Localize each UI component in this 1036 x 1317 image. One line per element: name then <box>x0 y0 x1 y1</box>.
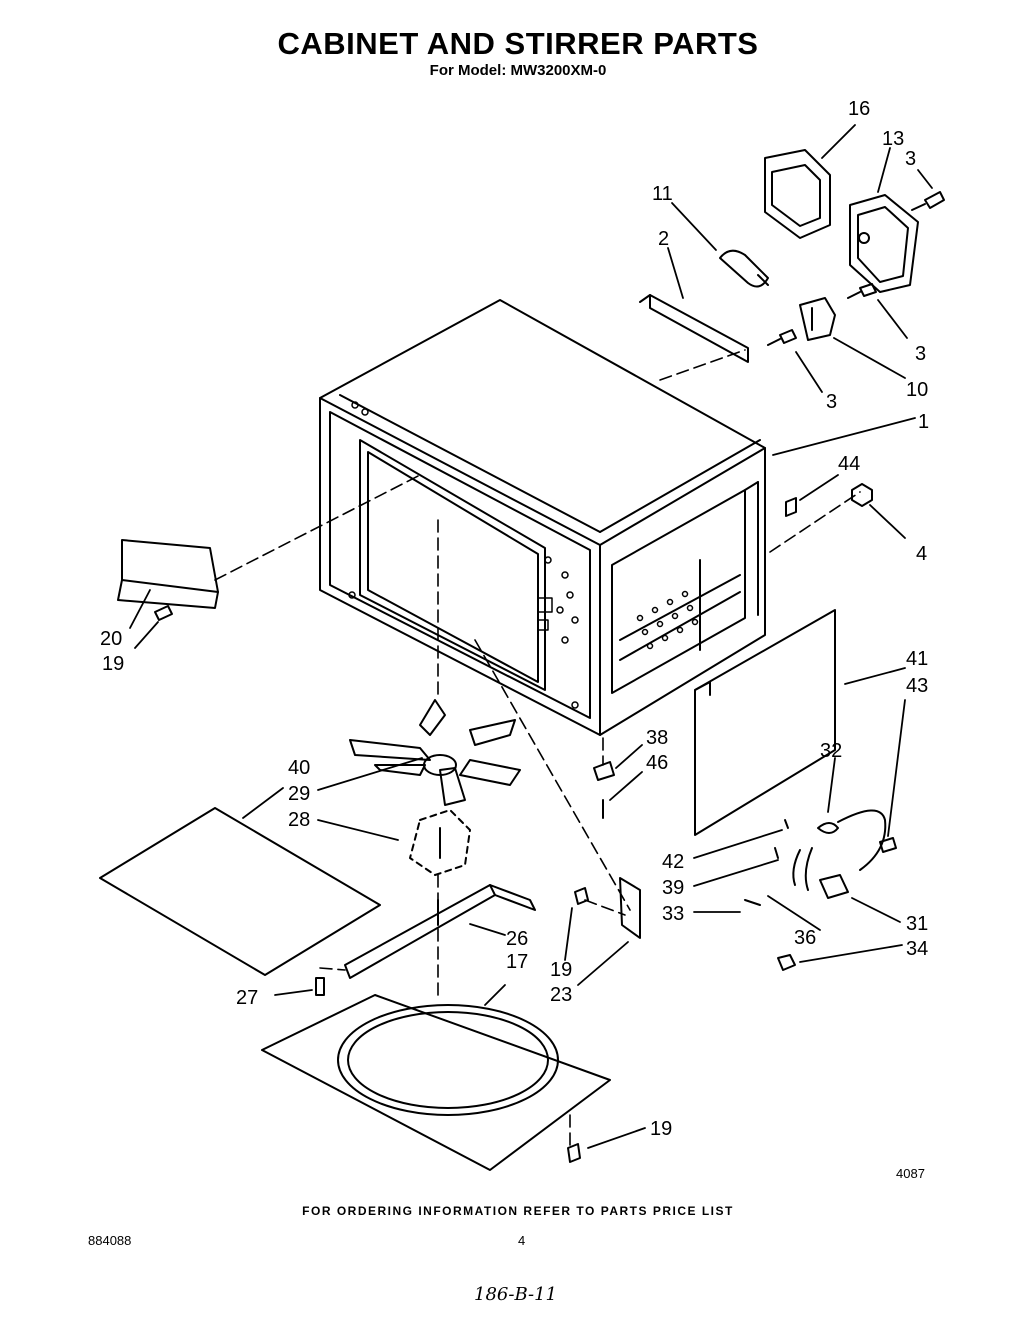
callout-17: 17 <box>506 951 528 973</box>
callout-40: 40 <box>288 757 310 779</box>
callout-16: 16 <box>848 98 870 120</box>
handwritten-note: 186-B-11 <box>474 1284 557 1305</box>
part-10-switch <box>799 297 836 341</box>
part-38-foot <box>593 761 615 781</box>
part-27-screw <box>315 977 325 996</box>
page-title: CABINET AND STIRRER PARTS <box>277 26 759 61</box>
part-23-bracket <box>619 877 641 939</box>
callout-11: 11 <box>652 183 673 205</box>
ordering-note: FOR ORDERING INFORMATION REFER TO PARTS … <box>302 1204 734 1218</box>
callout-46: 46 <box>646 752 668 774</box>
callout-36: 36 <box>794 927 816 949</box>
part-2-bracket <box>639 294 749 363</box>
part-41-panel <box>694 609 836 836</box>
callout-34: 34 <box>906 938 928 960</box>
callout-4: 4 <box>916 543 927 565</box>
model-subtitle: For Model: MW3200XM-0 <box>429 62 607 79</box>
part-4-nut <box>851 483 873 507</box>
part-40-sheet <box>99 807 381 976</box>
callout-labels: 16 13 3 11 2 3 10 3 1 44 4 20 19 41 43 4… <box>100 98 929 1140</box>
callout-13: 13 <box>882 128 904 150</box>
part-17-base <box>261 994 611 1171</box>
document-number: 884088 <box>88 1233 132 1248</box>
assembly-guide-lines <box>214 349 861 1146</box>
diagram-reference: 4087 <box>896 1166 925 1181</box>
callout-20: 20 <box>100 628 122 650</box>
part-29-stirrer-fan <box>349 699 521 806</box>
callout-42: 42 <box>662 851 684 873</box>
callout-2: 2 <box>658 228 669 250</box>
callout-33: 33 <box>662 903 684 925</box>
part-20-bracket <box>117 539 219 609</box>
page-number: 4 <box>518 1233 526 1248</box>
callout-10: 10 <box>906 379 928 401</box>
leader-lines <box>129 124 933 1149</box>
callout-3: 3 <box>826 391 837 413</box>
callout-43: 43 <box>906 675 928 697</box>
callout-1: 1 <box>918 411 929 433</box>
callout-3: 3 <box>905 148 916 170</box>
callout-19: 19 <box>650 1118 672 1140</box>
callout-39: 39 <box>662 877 684 899</box>
part-28-stirrer-shaft <box>409 809 471 876</box>
callout-41: 41 <box>906 648 928 670</box>
part-11-fuse <box>719 249 769 288</box>
cabinet-part <box>319 299 766 736</box>
part-13-box <box>849 194 919 293</box>
callout-31: 31 <box>906 913 928 935</box>
callout-44: 44 <box>838 453 860 475</box>
callout-19: 19 <box>550 959 572 981</box>
callout-32: 32 <box>820 740 842 762</box>
part-16-shield <box>764 149 831 239</box>
screw-parts <box>154 191 945 1163</box>
callout-3: 3 <box>915 343 926 365</box>
callout-19: 19 <box>102 653 124 675</box>
callout-26: 26 <box>506 928 528 950</box>
callout-29: 29 <box>288 783 310 805</box>
callout-27: 27 <box>236 987 258 1009</box>
callout-38: 38 <box>646 727 668 749</box>
part-44-clip <box>785 497 797 517</box>
callout-23: 23 <box>550 984 572 1006</box>
power-cord-assembly <box>744 809 887 971</box>
callout-28: 28 <box>288 809 310 831</box>
